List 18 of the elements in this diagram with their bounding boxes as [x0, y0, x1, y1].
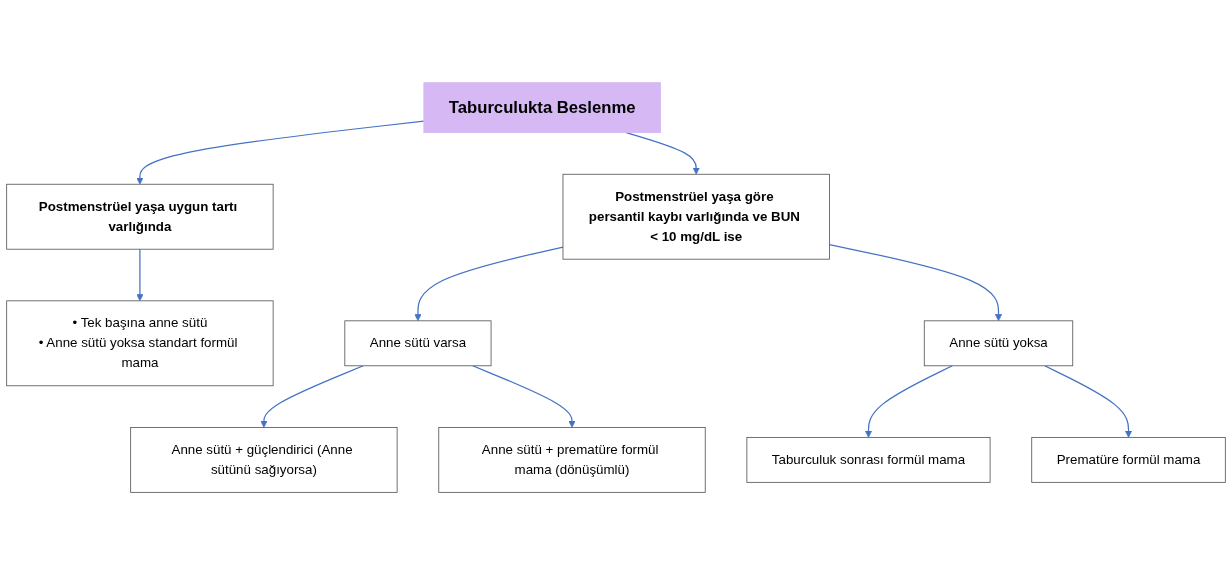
- node-box: Anne sütü + güçlendirici (Anne sütünü sağıyorsa): [130, 426, 398, 493]
- arrow: [136, 248, 144, 302]
- arrow: [414, 246, 564, 322]
- node-box: Anne sütü yoksa: [923, 320, 1074, 367]
- arrow: [828, 243, 1003, 322]
- arrow: [472, 365, 576, 428]
- arrow: [260, 365, 364, 428]
- node-box: Postmenstrüel yaşa göre persantil kaybı varlığında ve BUN < 10 mg/dL ise: [562, 173, 830, 260]
- node-box: Anne sütü + prematüre formül mama (dönüşümlü): [438, 426, 706, 493]
- node-box: • Tek başına anne sütü • Anne sütü yoksa standart formül mama: [6, 300, 274, 387]
- node-box: Taburculukta Beslenme: [423, 82, 661, 134]
- node-box: Taburculuk sonrası formül mama: [746, 436, 991, 483]
- arrow: [136, 120, 425, 185]
- node-box: Postmenstrüel yaşa uygun tartı varlığında: [6, 183, 274, 250]
- node-box: Anne sütü varsa: [344, 320, 492, 367]
- node-box: Prematüre formül mama: [1031, 436, 1226, 483]
- arrow: [1044, 365, 1133, 438]
- arrow: [864, 365, 953, 438]
